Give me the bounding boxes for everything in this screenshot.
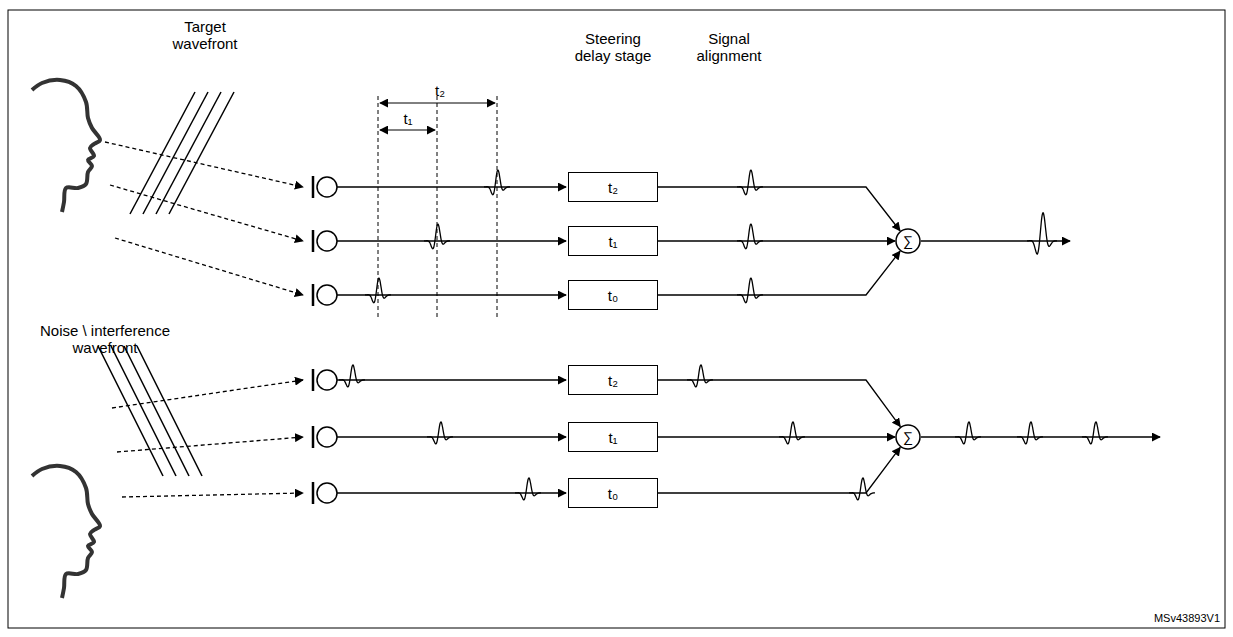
summing-junction: ∑ (895, 424, 921, 450)
timing-guide (437, 96, 438, 318)
delay-to-sum-connector (658, 447, 900, 493)
timing-guide (497, 96, 498, 318)
dimension-arrow (380, 103, 495, 104)
speaker-head (32, 466, 100, 598)
delay-to-sum-connector (658, 380, 900, 427)
delay-value: t₂ (608, 372, 618, 389)
wavefront-line (98, 346, 163, 476)
microphone-symbol (317, 231, 337, 251)
waveform-pulse (1017, 422, 1043, 444)
incidence-arrow (110, 185, 303, 241)
delay-box: t₂ (568, 365, 658, 395)
frame (8, 10, 1225, 628)
delay-to-sum-connector (658, 436, 895, 437)
waveform-pulse (484, 170, 510, 195)
waveform-pulse (424, 224, 450, 249)
incidence-arrow (117, 437, 303, 452)
annotation-label: Steering delay stage (566, 30, 660, 65)
delay-box: t₂ (568, 172, 658, 202)
figure-id: MSv43893V1 (1130, 612, 1220, 625)
delay-to-sum-connector (658, 251, 900, 295)
wavefront-line (156, 92, 221, 214)
waveform-pulse (339, 365, 365, 387)
signal-line (337, 186, 566, 187)
delay-box: t₀ (568, 478, 658, 508)
waveform-pulse (687, 365, 713, 387)
microphone-symbol (317, 370, 337, 390)
microphone-symbol (312, 230, 315, 252)
microphone-symbol (317, 285, 337, 305)
incidence-arrow (122, 493, 303, 497)
waveform-pulse (427, 422, 453, 444)
microphone-symbol (317, 427, 337, 447)
signal-line (337, 492, 566, 493)
junction-outline (896, 229, 920, 253)
waveform-pulse (737, 224, 763, 249)
delay-to-sum-connector (658, 240, 895, 241)
wavefront-line (137, 346, 202, 476)
delay-dimension: t₂ (427, 82, 453, 99)
microphone-symbol (312, 284, 315, 306)
summing-junction: ∑ (895, 228, 921, 254)
microphone-symbol (312, 369, 315, 391)
annotation-label: Target wavefront (162, 18, 248, 53)
wavefront-line (111, 346, 176, 476)
wavefront-line (124, 346, 189, 476)
signal-line (337, 379, 566, 380)
signal-line (337, 240, 566, 241)
annotation-label: Signal alignment (688, 30, 770, 65)
speaker-head (32, 80, 100, 212)
waveform-pulse (849, 478, 875, 500)
waveform-pulse (779, 422, 805, 444)
waveform-pulse (515, 478, 541, 500)
incidence-arrow (105, 142, 303, 187)
microphone-symbol (312, 176, 315, 198)
microphone-symbol (312, 426, 315, 448)
waveform-pulse (1027, 213, 1057, 254)
waveform-pulse (737, 170, 763, 195)
incidence-arrow (115, 238, 303, 295)
microphone-symbol (312, 482, 315, 504)
delay-value: t₀ (608, 287, 618, 304)
microphone-symbol (317, 177, 337, 197)
delay-box: t₁ (568, 226, 658, 256)
sum-symbol: ∑ (903, 233, 913, 249)
signal-line (337, 294, 566, 295)
delay-box: t₀ (568, 280, 658, 310)
delay-value: t₁ (608, 429, 617, 446)
annotation-label: Noise \ interference wavefront (20, 322, 190, 357)
delay-dimension: t₁ (395, 110, 421, 127)
junction-outline (896, 425, 920, 449)
delay-box: t₁ (568, 422, 658, 452)
waveform-pulse (955, 422, 981, 444)
microphone-symbol (317, 483, 337, 503)
wavefront-line (169, 92, 234, 214)
delay-value: t₀ (608, 485, 618, 502)
wavefront-line (130, 92, 195, 214)
delay-to-sum-connector (658, 187, 900, 231)
dimension-arrow (380, 130, 435, 131)
waveform-pulse (1082, 422, 1108, 444)
waveform-pulse (365, 278, 391, 303)
waveform-pulse (737, 278, 763, 303)
delay-value: t₂ (608, 179, 618, 196)
sum-symbol: ∑ (903, 429, 913, 445)
delay-value: t₁ (608, 233, 617, 250)
incidence-arrow (112, 380, 303, 408)
